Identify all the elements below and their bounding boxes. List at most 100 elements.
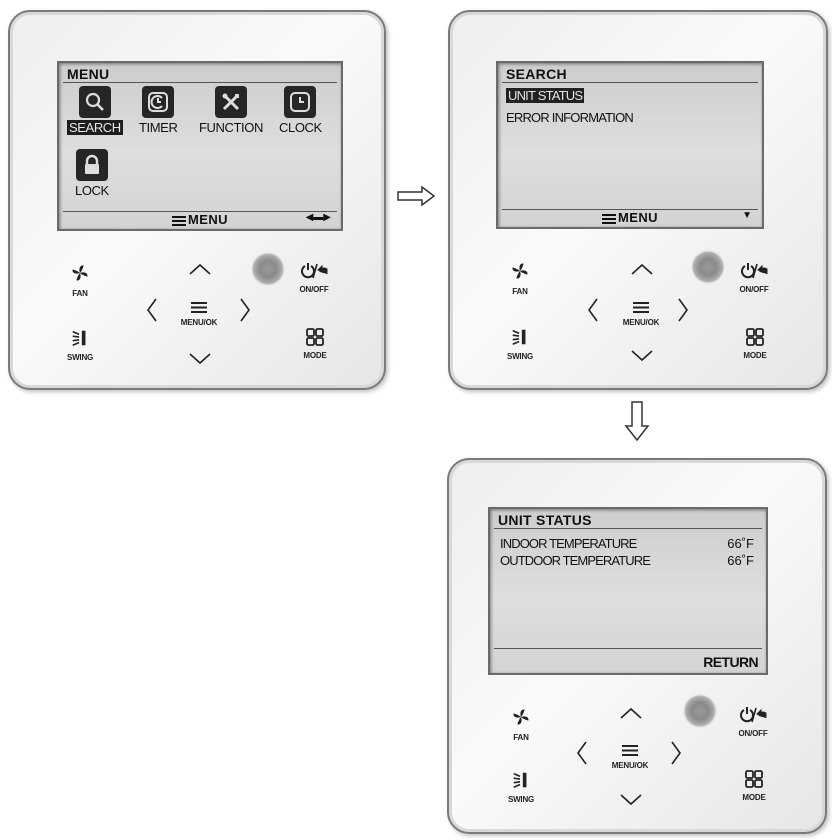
clock-icon [284, 86, 317, 118]
down-arrow-icon: ▼ [742, 210, 752, 221]
left-arrow-button[interactable] [145, 297, 159, 323]
status-row-outdoor: OUTDOOR TEMPERATURE 66˚F [500, 553, 754, 568]
power-return-icon [301, 263, 328, 279]
fan-label: FAN [72, 289, 88, 298]
swing-button[interactable]: SWING [500, 327, 540, 361]
left-right-arrows-icon: ◀▬▶ [305, 212, 331, 223]
down-arrow-button[interactable] [619, 793, 643, 807]
swing-icon [512, 329, 526, 346]
footer-divider [502, 209, 758, 210]
menu-item-label: CLOCK [279, 120, 322, 135]
menu-item-function[interactable]: FUNCTION [199, 86, 263, 135]
return-label[interactable]: RETURN [703, 654, 758, 670]
down-arrow-button[interactable] [630, 349, 654, 363]
fan-button[interactable]: FAN [60, 262, 100, 298]
up-arrow-button[interactable] [630, 262, 654, 276]
swing-button[interactable]: SWING [501, 770, 541, 804]
status-value: 66˚F [727, 536, 754, 551]
left-arrow-button[interactable] [586, 297, 600, 323]
swing-button[interactable]: SWING [60, 328, 100, 362]
menu-ok-button[interactable]: MENU/OK [603, 743, 657, 770]
up-arrow-button[interactable] [619, 706, 643, 720]
flow-arrow-down-icon [624, 401, 650, 442]
screen-footer: MENU ◀▬▶ [59, 212, 341, 228]
status-label: INDOOR TEMPERATURE [500, 536, 637, 551]
menu-ok-button[interactable]: MENU/OK [172, 300, 226, 327]
menu-item-timer[interactable]: TIMER [139, 86, 178, 135]
timer-icon [142, 86, 175, 118]
fan-icon [72, 265, 88, 281]
right-arrow-button[interactable] [676, 297, 690, 323]
screen-title: MENU [67, 66, 110, 82]
menu-ok-label: MENU/OK [622, 318, 660, 327]
fan-button[interactable]: FAN [500, 260, 540, 296]
controller-panel-search: SEARCH UNIT STATUS ERROR INFORMATION MEN… [448, 10, 828, 390]
fan-button[interactable]: FAN [501, 706, 541, 742]
menu-lines-icon [172, 215, 187, 226]
mode-label: MODE [743, 351, 767, 360]
menu-lines-icon [633, 302, 649, 313]
sensor-grille [685, 696, 715, 726]
screen-title: SEARCH [506, 66, 567, 82]
right-arrow-button[interactable] [669, 740, 683, 766]
lcd-screen: UNIT STATUS INDOOR TEMPERATURE 66˚F OUTD… [488, 507, 768, 675]
screen-footer: RETURN [490, 654, 766, 672]
power-button[interactable]: ON/OFF [732, 262, 776, 294]
flow-arrow-right-icon [397, 185, 436, 207]
power-button[interactable]: ON/OFF [292, 262, 336, 294]
title-divider [494, 528, 762, 529]
on-off-label: ON/OFF [738, 729, 768, 738]
list-item-error-information[interactable]: ERROR INFORMATION [506, 110, 634, 125]
sensor-grille [693, 252, 723, 282]
down-arrow-button[interactable] [188, 352, 212, 366]
menu-item-clock[interactable]: CLOCK [279, 86, 322, 135]
up-arrow-button[interactable] [188, 262, 212, 276]
controller-panel-menu: MENU SEARCH TIMER FUNCTION CLOCK [8, 10, 386, 390]
menu-ok-button[interactable]: MENU/OK [614, 300, 668, 327]
footer-menu: MENU [498, 210, 762, 225]
menu-lines-icon [602, 213, 617, 224]
power-return-icon [741, 263, 768, 279]
swing-label: SWING [506, 352, 534, 361]
controller-panel-unit-status: UNIT STATUS INDOOR TEMPERATURE 66˚F OUTD… [447, 458, 827, 834]
power-button[interactable]: ON/OFF [731, 706, 775, 738]
magnifier-icon [78, 86, 111, 118]
screen-title: UNIT STATUS [498, 512, 592, 528]
menu-item-label: FUNCTION [199, 120, 263, 135]
power-return-icon [740, 707, 767, 723]
mode-label: MODE [742, 793, 766, 802]
left-arrow-button[interactable] [575, 740, 589, 766]
list-item-unit-status[interactable]: UNIT STATUS [506, 88, 585, 103]
lcd-screen: SEARCH UNIT STATUS ERROR INFORMATION MEN… [496, 61, 764, 229]
menu-item-label: LOCK [75, 183, 109, 198]
swing-label: SWING [507, 795, 535, 804]
menu-item-search[interactable]: SEARCH [67, 86, 123, 135]
menu-lines-icon [622, 745, 638, 756]
menu-item-label: TIMER [139, 120, 178, 135]
lock-icon [75, 149, 108, 181]
mode-button[interactable]: MODE [740, 328, 770, 360]
swing-icon [513, 772, 527, 789]
status-label: OUTDOOR TEMPERATURE [500, 553, 651, 568]
mode-icon [306, 328, 324, 346]
mode-button[interactable]: MODE [300, 328, 330, 360]
menu-ok-label: MENU/OK [180, 318, 218, 327]
screen-footer: MENU ▼ [498, 210, 762, 226]
footer-menu-label: MENU [188, 212, 228, 227]
footer-menu-label: MENU [618, 210, 658, 225]
swing-label: SWING [66, 353, 94, 362]
fan-icon [513, 709, 529, 725]
status-value: 66˚F [727, 553, 754, 568]
mode-label: MODE [303, 351, 327, 360]
mode-icon [745, 770, 763, 788]
footer-divider [494, 648, 762, 649]
swing-icon [72, 330, 86, 347]
mode-button[interactable]: MODE [739, 770, 769, 802]
menu-ok-label: MENU/OK [611, 761, 649, 770]
title-divider [63, 82, 337, 83]
menu-item-lock[interactable]: LOCK [75, 149, 109, 198]
right-arrow-button[interactable] [238, 297, 252, 323]
title-divider [502, 82, 758, 83]
fan-icon [512, 263, 528, 279]
lcd-screen: MENU SEARCH TIMER FUNCTION CLOCK [57, 61, 343, 231]
